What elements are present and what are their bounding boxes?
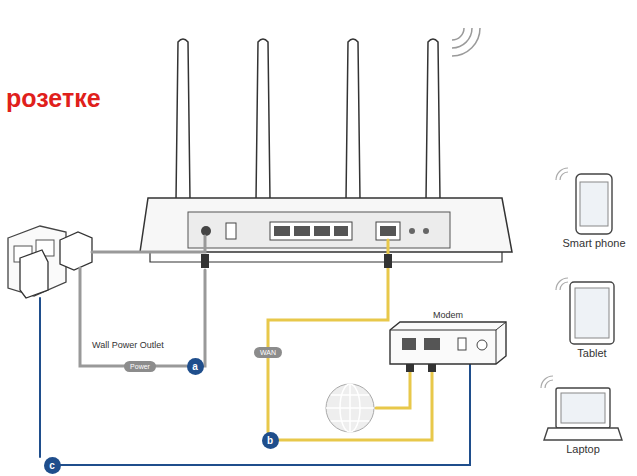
node-text: a <box>192 361 198 372</box>
wifi-waves <box>452 28 480 56</box>
modem-body <box>390 322 506 364</box>
callout-letter: c <box>44 457 61 474</box>
tablet-device: Tablet <box>570 282 614 344</box>
node-text: Tablet <box>577 347 606 359</box>
modem-box: Modem <box>390 322 506 364</box>
node-text: WAN <box>260 348 276 357</box>
cable-tag: WAN <box>254 347 282 358</box>
outlet-note: розетке <box>6 84 101 113</box>
node-text: Power <box>130 362 150 371</box>
node-text: c <box>49 460 55 471</box>
smart-phone-device: Smart phone <box>576 174 612 234</box>
callout-letter: b <box>262 432 279 449</box>
laptop-device: Laptop <box>544 388 622 440</box>
outlet-label: Wall Power Outlet <box>92 340 164 350</box>
node-text: Modem <box>433 310 463 320</box>
node-text: Smart phone <box>563 237 626 249</box>
internet-globe <box>326 384 374 432</box>
cable-tag: Power <box>124 361 156 372</box>
callout-letter: a <box>187 358 204 375</box>
node-text: Laptop <box>566 443 600 455</box>
client-devices <box>541 168 622 440</box>
node-text: b <box>267 435 273 446</box>
router-antennas <box>176 39 440 200</box>
